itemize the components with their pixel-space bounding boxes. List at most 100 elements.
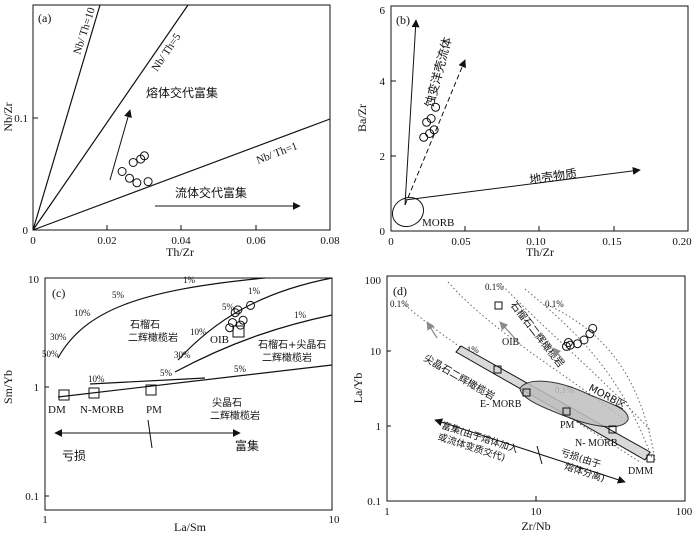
b-xtick-4: 0.20 bbox=[672, 236, 692, 248]
c-pct-gs-1: 1% bbox=[248, 286, 261, 296]
panel-c-frame bbox=[44, 277, 333, 511]
d-ytick-2: 10 bbox=[370, 346, 382, 358]
d-reservoir-nmorb: N- MORB bbox=[575, 438, 618, 449]
c-pct-gs-10: 10% bbox=[190, 327, 207, 337]
d-reservoir-dmm: DMM bbox=[628, 466, 653, 477]
d-point-1 bbox=[563, 338, 573, 347]
d-arrow-left bbox=[426, 321, 438, 339]
d-arrow-label-enriched: 富集(由于熔体加入或流体变质交代) bbox=[436, 419, 520, 467]
b-xlabel: Th/Zr bbox=[526, 245, 554, 259]
panel-c: 1 10 0.1 1 10 La/Sm Sm/Yb (c) 50% 30% 10… bbox=[1, 274, 340, 534]
b-ylabel: Ba/Zr bbox=[355, 104, 369, 132]
c-reservoir-nmorb bbox=[88, 387, 100, 399]
b-panel-label: (b) bbox=[396, 13, 410, 27]
a-refline-5-label: Nb/ Th=5 bbox=[150, 31, 184, 74]
c-point-4 bbox=[236, 320, 245, 330]
d-ytick-1: 1 bbox=[376, 421, 382, 433]
a-refline-10-label: Nb/ Th=10 bbox=[71, 6, 98, 56]
c-pct-50: 50% bbox=[42, 349, 59, 359]
c-pct-10: 10% bbox=[74, 308, 91, 318]
c-pct-sp-5a: 5% bbox=[160, 368, 173, 378]
a-xtick-2: 0.04 bbox=[171, 235, 191, 247]
c-reservoir-pm bbox=[145, 384, 157, 396]
b-point-3 bbox=[426, 114, 436, 123]
c-point-1 bbox=[228, 318, 237, 328]
b-points bbox=[419, 102, 441, 142]
d-reservoir-oib-marker bbox=[494, 301, 503, 310]
c-points bbox=[225, 300, 255, 333]
c-point-6 bbox=[246, 300, 255, 310]
d-arrow-garnet bbox=[552, 347, 566, 363]
b-xtick-3: 0.15 bbox=[602, 236, 622, 248]
c-point-5 bbox=[238, 315, 248, 325]
b-ytick-0: 0 bbox=[380, 226, 386, 238]
c-pct-30: 30% bbox=[50, 332, 67, 342]
c-pct-1: 1% bbox=[183, 275, 196, 285]
c-curve-spinel-2 bbox=[89, 377, 206, 385]
d-reservoir-emorb-point bbox=[522, 388, 531, 397]
c-ylabel: Sm/Yb bbox=[1, 370, 15, 404]
d-ytick-3: 100 bbox=[365, 275, 382, 287]
a-point-0 bbox=[117, 167, 127, 176]
b-point-5 bbox=[431, 102, 441, 112]
c-curve-spinel-1 bbox=[174, 314, 333, 373]
b-annotation-crust: 地壳物质 bbox=[528, 166, 577, 187]
d-curve-label-2: 0.1% bbox=[485, 282, 504, 292]
a-annotation-fluid: 流体交代富集 bbox=[175, 185, 247, 200]
d-curve-label-0: 0.1% bbox=[390, 299, 409, 309]
c-reservoir-nmorb-label: N-MORB bbox=[80, 404, 124, 416]
d-reservoir-dmm-marker bbox=[646, 454, 655, 463]
c-annotation-enriched: 富集 bbox=[235, 438, 259, 453]
d-point-6 bbox=[588, 323, 598, 333]
a-xtick-3: 0.06 bbox=[246, 235, 266, 247]
a-xlabel: Th/Zr bbox=[166, 245, 194, 259]
d-xtick-1: 10 bbox=[531, 506, 543, 518]
b-morb-field bbox=[391, 196, 425, 228]
a-points bbox=[117, 151, 153, 188]
d-reservoir-oib: OIB bbox=[502, 337, 520, 348]
d-curve-label-3: 0.1% bbox=[545, 299, 564, 309]
d-points bbox=[561, 323, 598, 351]
b-point-4 bbox=[429, 125, 439, 135]
c-mixing-line bbox=[57, 364, 333, 398]
a-point-6 bbox=[143, 177, 153, 187]
a-refline-1 bbox=[32, 118, 331, 231]
c-pct-sp-1: 1% bbox=[294, 310, 307, 320]
b-morb-label: MORB bbox=[422, 217, 454, 229]
a-ytick-0: 0 bbox=[23, 225, 29, 237]
b-ytick-2: 4 bbox=[380, 76, 386, 88]
a-point-2 bbox=[128, 158, 138, 167]
a-xtick-1: 0.02 bbox=[97, 235, 116, 247]
c-curve-label-garnet: 石榴石二辉橄榄岩 bbox=[128, 318, 178, 344]
c-trend-divider bbox=[147, 419, 153, 449]
panel-b: 0 0.05 0.10 0.15 0.20 0 2 4 6 Th/Zr Ba/Z… bbox=[355, 5, 692, 259]
b-xtick-0: 0 bbox=[388, 236, 394, 248]
d-label-garnet: 石榴石二辉橄榄岩 bbox=[508, 299, 567, 370]
c-point-2 bbox=[230, 308, 240, 318]
a-xtick-4: 0.08 bbox=[320, 235, 340, 247]
panel-d: 1 10 100 0.1 1 10 100 Zr/Nb La/Yb (d) 0.… bbox=[351, 275, 693, 533]
c-pct-gs-30: 30% bbox=[174, 350, 191, 360]
d-point-2 bbox=[565, 340, 575, 350]
d-xlabel: Zr/Nb bbox=[521, 519, 550, 533]
c-point-3 bbox=[233, 305, 243, 315]
c-pct-sp-10: 10% bbox=[88, 374, 105, 384]
d-ylabel: La/Yb bbox=[351, 373, 365, 404]
a-point-5 bbox=[139, 151, 149, 161]
d-reservoir-emorb: E- MORB bbox=[480, 399, 522, 410]
b-point-0 bbox=[419, 132, 429, 142]
a-ylabel: Nb/Zr bbox=[1, 102, 15, 131]
c-pct-5: 5% bbox=[112, 290, 125, 300]
d-point-5 bbox=[585, 329, 595, 339]
a-point-3 bbox=[132, 178, 142, 188]
panel-a: 0 0.02 0.04 0.06 0.08 0 0.1 Th/Zr Nb/Zr … bbox=[1, 4, 340, 259]
d-point-4 bbox=[579, 335, 589, 345]
c-panel-label: (c) bbox=[52, 286, 65, 300]
b-ytick-1: 2 bbox=[380, 151, 386, 163]
b-xtick-1: 0.05 bbox=[451, 236, 471, 248]
a-melt-arrow bbox=[109, 109, 132, 181]
a-ytick-1: 0.1 bbox=[14, 113, 28, 125]
c-reservoir-oib bbox=[232, 325, 245, 338]
d-arrow-oib bbox=[499, 321, 521, 345]
c-reservoir-oib-label: OIB bbox=[210, 334, 229, 346]
